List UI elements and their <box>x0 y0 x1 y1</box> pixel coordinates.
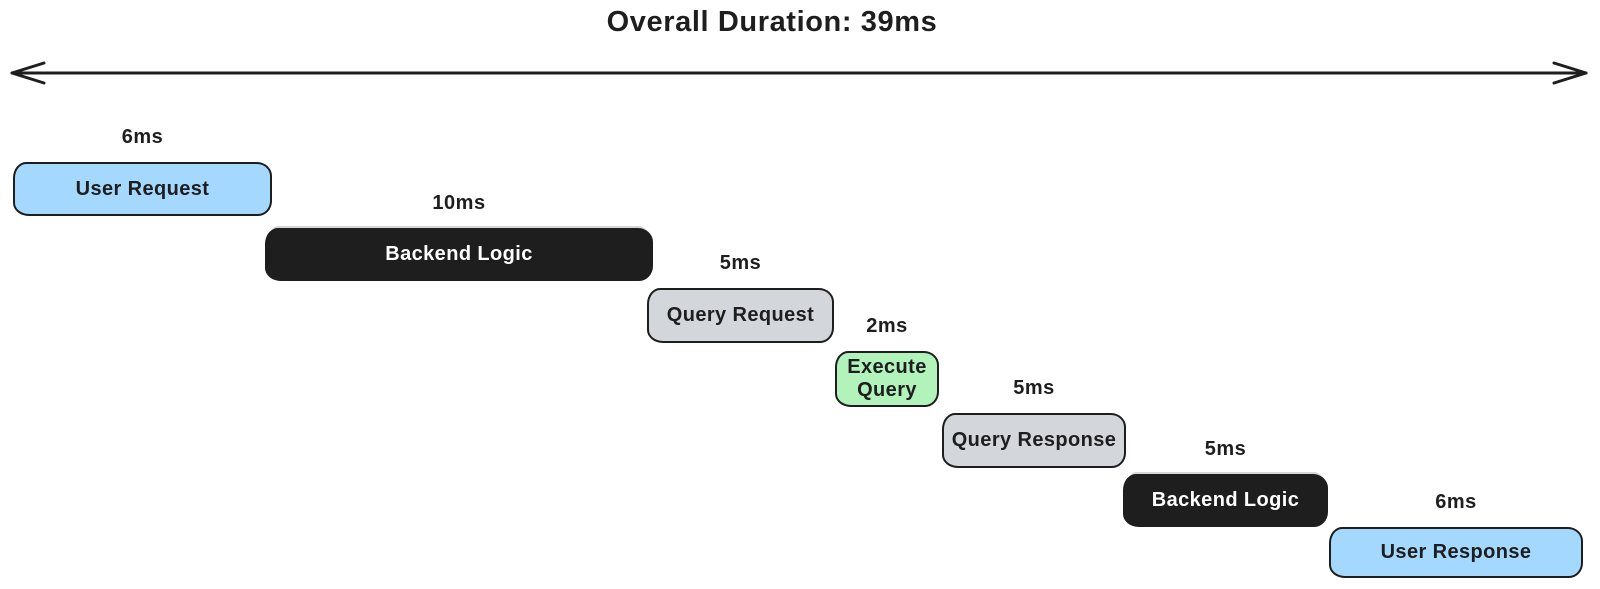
duration-label: 2ms <box>866 315 908 337</box>
timeline-segment: 5ms Query Request <box>647 252 834 343</box>
arrow-left-head-icon <box>10 61 46 85</box>
segment-label: Backend Logic <box>1151 489 1300 511</box>
arrow-right-head-icon <box>1552 61 1588 85</box>
duration-label: 10ms <box>432 192 486 214</box>
segment-label: User Response <box>1380 541 1532 563</box>
segment-label: Query Request <box>666 304 815 326</box>
overall-duration-arrow <box>10 61 1588 85</box>
segment-bar: User Request <box>13 162 272 216</box>
segment-bar: Execute Query <box>835 351 939 407</box>
segment-bar: Backend Logic <box>1123 474 1328 527</box>
timeline-segment: 6ms User Request <box>13 126 272 216</box>
timeline-segment: 2ms Execute Query <box>835 315 939 407</box>
timeline-segment: 6ms User Response <box>1329 491 1583 578</box>
duration-label: 6ms <box>1435 491 1477 513</box>
timeline-segment: 10ms Backend Logic <box>265 192 653 281</box>
timeline-segment: 5ms Backend Logic <box>1123 438 1328 527</box>
segment-bar: Query Response <box>942 413 1126 468</box>
segment-bar: User Response <box>1329 527 1583 578</box>
timeline-segment: 5ms Query Response <box>942 377 1126 468</box>
duration-label: 6ms <box>121 126 164 148</box>
diagram-title: Overall Duration: 39ms <box>606 6 938 38</box>
segment-label: Query Response <box>951 429 1117 451</box>
segment-label: Execute Query <box>847 356 927 401</box>
duration-label: 5ms <box>1013 377 1055 399</box>
segment-bar: Query Request <box>647 288 834 343</box>
duration-label: 5ms <box>719 252 762 274</box>
duration-label: 5ms <box>1204 438 1247 460</box>
segment-bar: Backend Logic <box>265 228 653 281</box>
segment-label: User Request <box>75 177 210 200</box>
segment-label: Backend Logic <box>385 243 533 265</box>
